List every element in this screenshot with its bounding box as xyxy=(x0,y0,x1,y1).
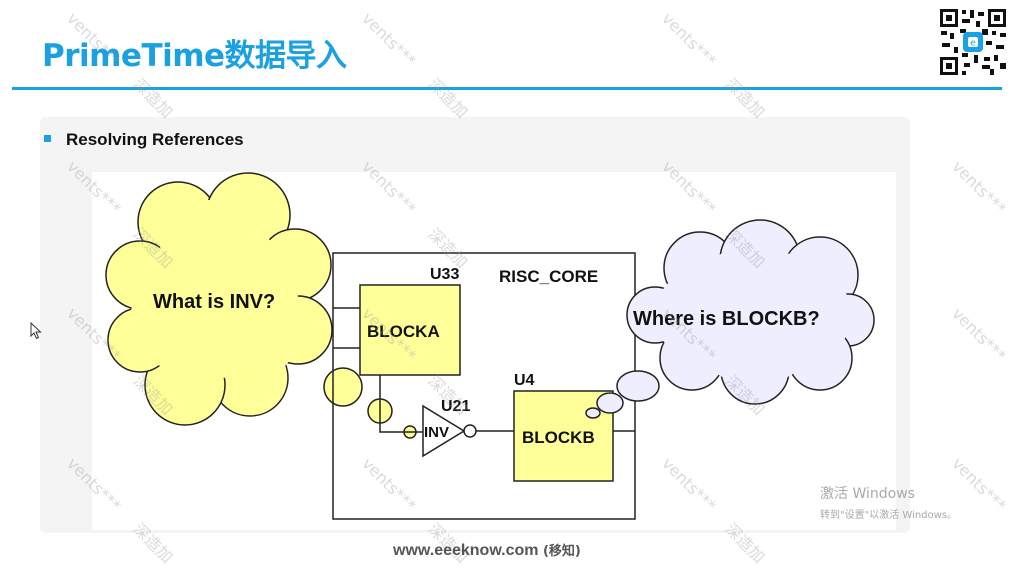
risc-core-label: RISC_CORE xyxy=(499,267,598,286)
blockb-label: BLOCKB xyxy=(522,428,595,447)
footer-site: www.eeeknow.com xyxy=(393,542,539,559)
u33-label: U33 xyxy=(430,266,459,283)
blocka-to-inv-wire xyxy=(379,375,423,433)
footer-sub: (移知) xyxy=(542,544,581,559)
bubble-right-text: Where is BLOCKB? xyxy=(633,308,820,330)
cursor-icon xyxy=(30,322,42,340)
u4-label: U4 xyxy=(514,372,535,389)
inv-label: INV xyxy=(424,424,449,441)
bubble-left-text: What is INV? xyxy=(153,291,275,313)
qr-code-icon: e xyxy=(938,7,1008,77)
activation-title: 激活 Windows xyxy=(820,486,915,502)
bullet-marker xyxy=(44,135,51,142)
inv-gate xyxy=(422,404,466,458)
trail-bubble-right-small xyxy=(585,407,601,419)
trail-bubble-large xyxy=(323,367,363,407)
slide-title: PrimeTime数据导入 xyxy=(42,38,347,74)
title-rule xyxy=(12,87,1002,90)
cloud-right xyxy=(626,219,875,405)
bullet-text: Resolving References xyxy=(66,130,244,149)
windows-activation-notice[interactable]: 激活 Windows 转到"设置"以激活 Windows。 xyxy=(820,483,957,521)
blocka-label: BLOCKA xyxy=(367,322,440,341)
svg-text:e: e xyxy=(970,39,976,49)
footer: www.eeeknow.com (移知) xyxy=(393,540,581,560)
activation-subtitle: 转到"设置"以激活 Windows。 xyxy=(820,510,958,521)
blockb-box xyxy=(513,390,614,482)
u21-label: U21 xyxy=(441,398,470,415)
inv-bubble xyxy=(463,424,477,438)
trail-bubble-right-medium xyxy=(596,392,624,414)
blocka-box xyxy=(359,284,461,376)
cloud-left xyxy=(105,172,333,426)
trail-bubble-right-large xyxy=(616,370,660,402)
